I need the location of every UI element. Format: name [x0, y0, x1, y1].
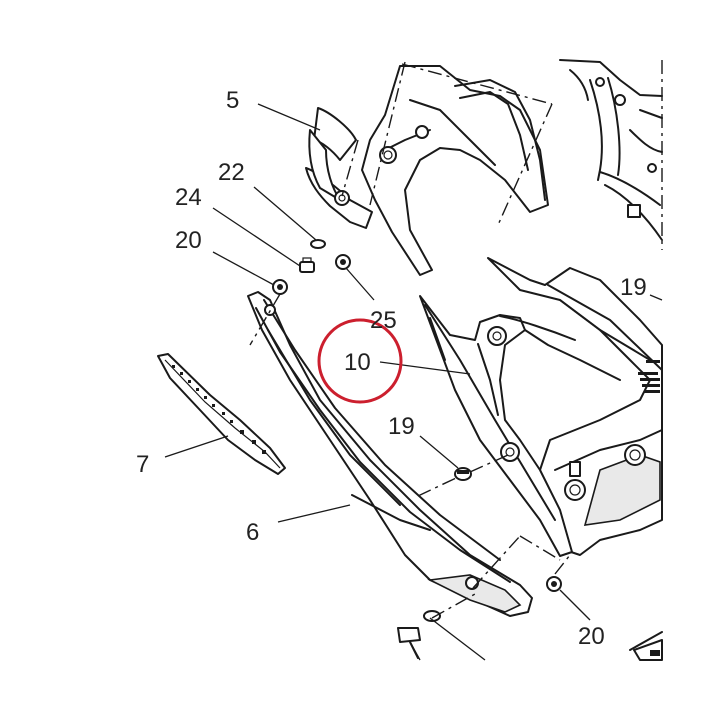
part-19-rear-bracket — [487, 257, 663, 556]
callout-10: 10 — [344, 349, 371, 376]
highlight-ring — [317, 318, 403, 404]
frame-assembly — [559, 59, 663, 250]
fastener-25 — [335, 254, 351, 270]
part-6-side-panel — [247, 291, 533, 617]
part-5-bracket — [305, 61, 553, 276]
fastener-20-lower — [546, 576, 562, 592]
callout-19-right: 19 — [620, 274, 647, 301]
fastener-20-upper — [272, 279, 288, 295]
fastener-22 — [310, 239, 326, 249]
decal-letter-marks — [172, 365, 266, 454]
part-10-inner-panel — [419, 295, 621, 557]
callout-7: 7 — [136, 451, 149, 478]
fastener-19-mid — [454, 467, 472, 481]
callout-22: 22 — [218, 159, 245, 186]
corner-fragment — [629, 631, 663, 661]
callout-6: 6 — [246, 519, 259, 546]
callout-5: 5 — [226, 87, 239, 114]
callout-24: 24 — [175, 184, 202, 211]
callout-19-mid: 19 — [388, 413, 415, 440]
part-7-decal — [157, 353, 286, 475]
callout-20-lower: 20 — [578, 623, 605, 650]
vent-slats — [638, 360, 660, 393]
callout-20-upper: 20 — [175, 227, 202, 254]
fastener-24 — [299, 257, 315, 273]
callout-25: 25 — [370, 307, 397, 334]
screw-bottom — [397, 610, 441, 659]
